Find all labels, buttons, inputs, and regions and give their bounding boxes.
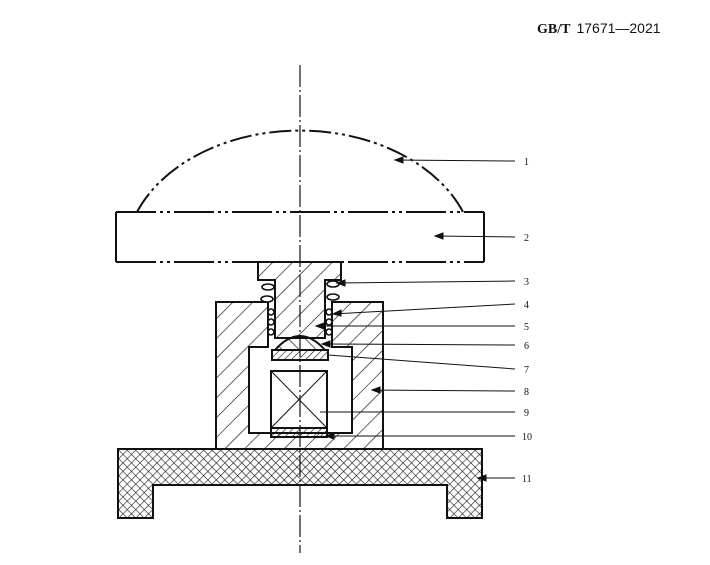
callout-3: 3 (524, 277, 529, 288)
callout-6: 6 (524, 341, 529, 352)
plate-10 (270, 427, 328, 438)
callout-11: 11 (522, 474, 532, 485)
callout-10: 10 (522, 432, 532, 443)
standard-code: GB/T (537, 22, 571, 37)
standard-header: GB/T 17671—2021 (537, 20, 661, 38)
base (117, 448, 483, 519)
callout-5: 5 (524, 322, 529, 333)
callout-4: 4 (524, 300, 529, 311)
standard-number: 17671—2021 (576, 20, 661, 36)
callout-1: 1 (524, 157, 529, 168)
callout-8: 8 (524, 387, 529, 398)
callout-2: 2 (524, 233, 529, 244)
dome (136, 129, 464, 213)
callout-7: 7 (524, 365, 529, 376)
leader-lines (314, 156, 516, 482)
callout-9: 9 (524, 408, 529, 419)
callout-labels: 1 2 3 4 5 6 7 8 9 10 11 (522, 157, 532, 485)
spring (260, 280, 340, 336)
